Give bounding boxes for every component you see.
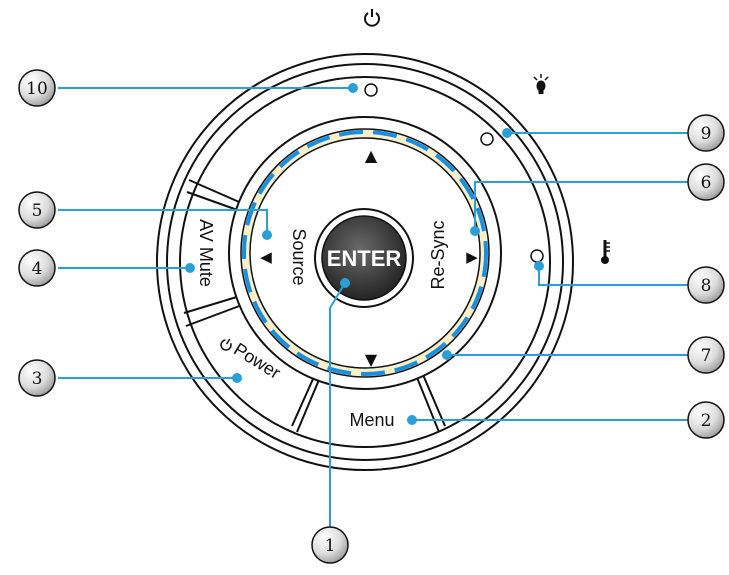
callout-dots <box>185 83 544 425</box>
lamp-icon <box>533 74 549 94</box>
av-mute-button[interactable]: AV Mute <box>196 219 216 287</box>
svg-text:10: 10 <box>26 79 48 99</box>
dpad-dashed-ring <box>242 130 488 376</box>
up-arrow-icon[interactable]: ▲ <box>365 146 378 165</box>
left-arrow-icon[interactable]: ◀ <box>260 248 272 266</box>
callout-2: 2 <box>687 401 725 439</box>
callout-4: 4 <box>18 249 56 287</box>
power-led <box>364 83 378 97</box>
svg-text:4: 4 <box>32 259 43 279</box>
down-arrow-icon[interactable]: ▼ <box>365 350 378 369</box>
callout-10: 10 <box>18 69 56 107</box>
svg-text:2: 2 <box>701 411 712 431</box>
right-arrow-icon[interactable]: ▶ <box>466 248 478 266</box>
svg-text:3: 3 <box>32 369 43 389</box>
callout-5: 5 <box>18 191 56 229</box>
resync-button[interactable]: Re-Sync <box>428 220 448 289</box>
callout-1: 1 <box>311 526 349 564</box>
callout-9: 9 <box>687 114 725 152</box>
callout-6: 6 <box>687 163 725 201</box>
source-button[interactable]: Source <box>289 228 309 285</box>
temperature-icon <box>601 240 610 264</box>
svg-text:9: 9 <box>701 124 712 144</box>
svg-text:8: 8 <box>701 276 712 296</box>
svg-text:7: 7 <box>701 346 712 366</box>
callout-lines <box>58 87 690 545</box>
callout-8: 8 <box>687 266 725 304</box>
svg-text:6: 6 <box>701 173 712 193</box>
power-small-icon <box>220 338 232 351</box>
svg-text:1: 1 <box>325 536 336 556</box>
menu-button[interactable]: Menu <box>349 410 394 430</box>
lamp-led <box>480 132 494 146</box>
segment-dividers <box>183 179 446 433</box>
temperature-led <box>530 249 544 263</box>
power-icon <box>364 9 380 27</box>
callout-3: 3 <box>18 359 56 397</box>
svg-text:5: 5 <box>32 201 43 221</box>
enter-label: ENTER <box>327 246 402 271</box>
callout-7: 7 <box>687 336 725 374</box>
